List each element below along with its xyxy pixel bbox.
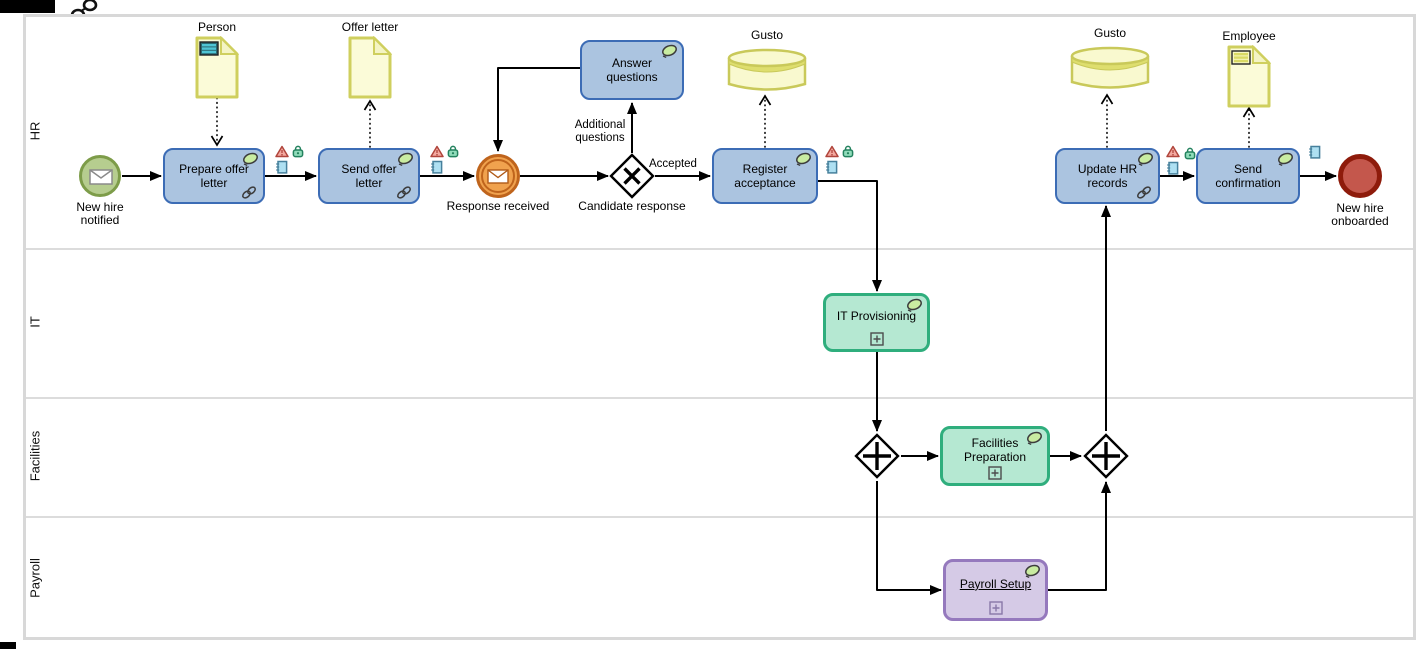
lock-icon	[842, 145, 854, 158]
database-icon	[1070, 46, 1150, 66]
link-icon	[1137, 186, 1151, 199]
data-object-offer-letter-label: Offer letter	[341, 20, 399, 34]
gateway-label: Candidate response	[578, 199, 686, 213]
data-object-employee-label: Employee	[1222, 29, 1276, 43]
database-icon	[727, 48, 807, 68]
task-label: Send confirmation	[1215, 161, 1281, 190]
flow-register-to-it[interactable]	[818, 180, 882, 292]
task-prepare-offer-letter[interactable]: Prepare offer letter	[163, 148, 265, 204]
x-gateway-icon	[609, 153, 655, 199]
data-object-employee[interactable]	[1227, 45, 1271, 108]
note-icon	[276, 160, 288, 174]
plus-gateway-icon	[1083, 433, 1129, 479]
lane-divider	[26, 516, 1413, 518]
gateway-candidate-response[interactable]	[609, 153, 655, 199]
performer-icon	[243, 152, 258, 167]
message-icon	[487, 169, 509, 184]
plus-gateway-icon	[854, 433, 900, 479]
subprocess-label: IT Provisioning	[836, 309, 917, 324]
task-label: Send offer letter	[341, 161, 397, 190]
performer-icon	[796, 152, 811, 167]
subprocess-it-provisioning[interactable]: IT Provisioning	[823, 293, 930, 352]
start-event-label: New hire notified	[76, 200, 124, 228]
note-icon	[826, 160, 838, 174]
subprocess-payroll-setup[interactable]: Payroll Setup	[943, 559, 1048, 621]
task-label: Answer questions	[606, 55, 658, 84]
intermediate-event-label: Response received	[446, 199, 550, 213]
performer-icon	[1278, 152, 1293, 167]
table-icon	[199, 41, 219, 56]
inner-ring	[481, 159, 515, 193]
intermediate-event-response-received[interactable]	[476, 154, 520, 198]
flow-answer-to-response[interactable]	[493, 67, 580, 152]
data-object-person[interactable]	[195, 36, 239, 99]
start-event-new-hire-notified[interactable]	[79, 155, 121, 197]
task-label: Prepare offer letter	[179, 161, 249, 190]
performer-icon	[1138, 152, 1153, 167]
link-icon	[397, 186, 411, 199]
task-register-acceptance[interactable]: Register acceptance	[712, 148, 818, 204]
pool[interactable]	[23, 14, 1416, 640]
subprocess-facilities-preparation[interactable]: Facilities Preparation	[940, 426, 1050, 486]
flow-split-to-payroll[interactable]	[876, 481, 942, 595]
flow-label-additional-questions: Additional questions	[574, 119, 626, 144]
performer-icon	[662, 44, 677, 59]
flow-label-accepted: Accepted	[649, 158, 697, 170]
data-store-gusto-2-label: Gusto	[1093, 26, 1126, 40]
lock-icon	[1184, 147, 1196, 160]
gateway-parallel-join[interactable]	[1083, 433, 1129, 479]
performer-icon	[1027, 431, 1042, 446]
data-store-gusto-2[interactable]	[1069, 46, 1151, 93]
data-store-gusto-1-label: Gusto	[750, 28, 783, 42]
flow-payroll-to-join[interactable]	[1048, 481, 1111, 591]
data-object-offer-letter[interactable]	[348, 36, 392, 99]
warning-icon	[430, 145, 444, 158]
list-icon	[1231, 50, 1251, 65]
task-label: Update HR records	[1077, 161, 1138, 190]
lane-divider	[26, 397, 1413, 399]
lane-divider	[26, 248, 1413, 250]
task-answer-questions[interactable]: Answer questions	[580, 40, 684, 100]
performer-icon	[398, 152, 413, 167]
task-update-hr-records[interactable]: Update HR records	[1055, 148, 1160, 204]
warning-icon	[1166, 145, 1180, 158]
end-event-new-hire-onboarded[interactable]	[1338, 154, 1382, 198]
gateway-parallel-split[interactable]	[854, 433, 900, 479]
performer-icon	[907, 298, 922, 313]
message-icon	[89, 169, 113, 185]
note-icon	[431, 160, 443, 174]
task-send-confirmation[interactable]: Send confirmation	[1196, 148, 1300, 204]
lock-icon	[447, 145, 459, 158]
link-icon	[242, 186, 256, 199]
task-label: Register acceptance	[734, 161, 796, 190]
subprocess-plus-icon[interactable]	[869, 332, 884, 346]
subprocess-plus-icon[interactable]	[988, 466, 1002, 480]
data-store-gusto-1[interactable]	[726, 48, 808, 95]
task-send-offer-letter[interactable]: Send offer letter	[318, 148, 420, 204]
data-object-person-label: Person	[197, 20, 237, 34]
warning-icon	[275, 145, 289, 158]
warning-icon	[825, 145, 839, 158]
subprocess-label: Payroll Setup	[959, 576, 1032, 591]
bottom-left-black-bar	[0, 642, 16, 649]
note-icon	[1167, 161, 1179, 175]
lock-icon	[292, 145, 304, 158]
top-left-black-bar	[0, 0, 55, 13]
end-event-label: New hire onboarded	[1331, 201, 1389, 229]
subprocess-label: Facilities Preparation	[963, 435, 1027, 464]
note-icon	[1309, 145, 1321, 159]
performer-icon	[1025, 564, 1040, 579]
subprocess-plus-icon[interactable]	[988, 601, 1003, 615]
